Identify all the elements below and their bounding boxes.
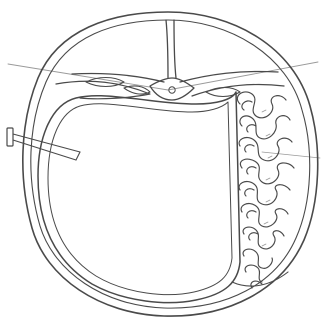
lens-chamber-right xyxy=(206,88,240,97)
inner-cavity-contour xyxy=(48,102,232,295)
pin-tip xyxy=(76,152,80,160)
guide-line-left xyxy=(8,64,168,90)
guide-line-lower-right xyxy=(262,152,320,158)
convoluted-folds xyxy=(237,92,294,288)
vertical-septum-right xyxy=(174,20,176,78)
vertical-septum-left xyxy=(166,20,168,78)
junction-arm-left xyxy=(72,73,164,82)
pin-head xyxy=(7,128,13,146)
junction-arm-right xyxy=(180,71,278,82)
outer-wall-inner-contour xyxy=(31,20,310,308)
